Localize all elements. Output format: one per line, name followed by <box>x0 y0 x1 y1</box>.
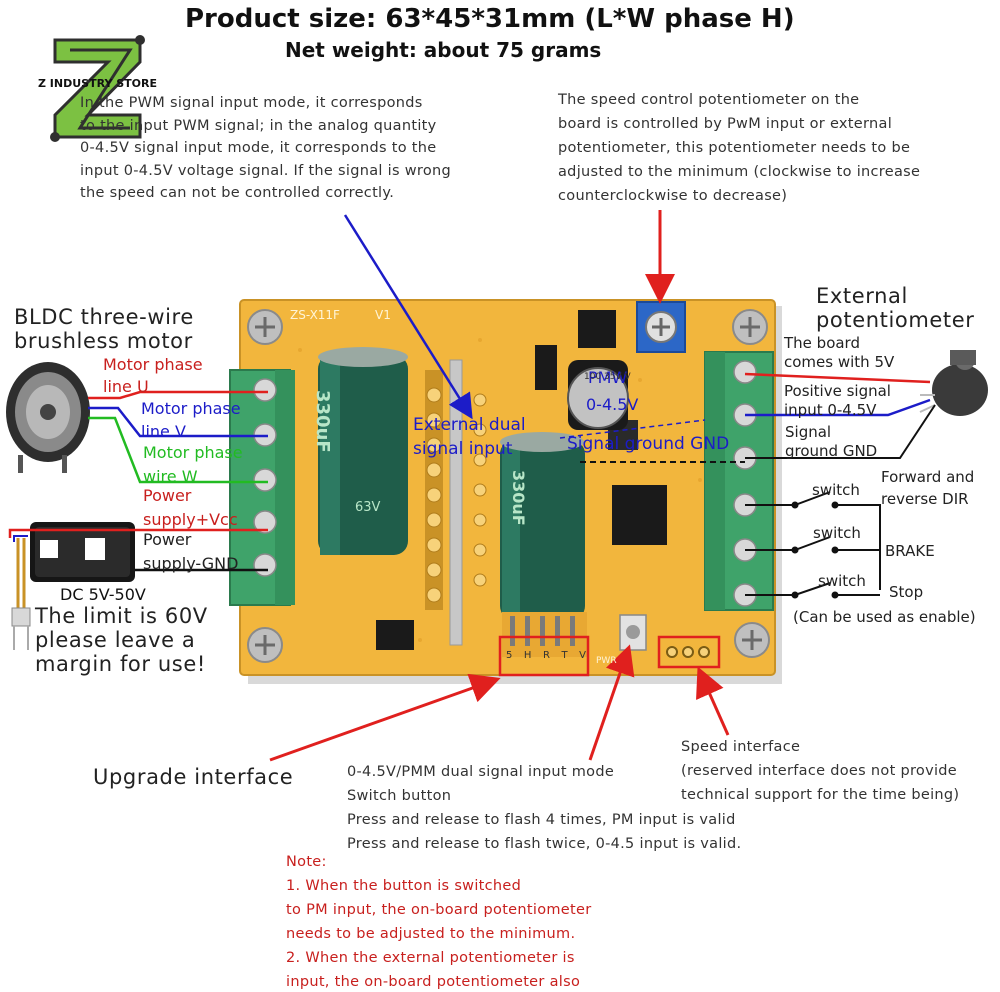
upgrade-header <box>502 612 587 657</box>
cap-voltage: 63V <box>355 500 381 515</box>
speed-interface-pads <box>666 646 710 658</box>
external-potentiometer-icon <box>919 350 988 416</box>
motor-title: BLDC three-wire brushless motor <box>14 305 194 353</box>
page-subtitle: Net weight: about 75 grams <box>285 38 602 62</box>
label-stop: Stop <box>889 583 924 601</box>
upgrade-pin-labels: 5 H R T V <box>506 650 586 661</box>
left-terminal-block <box>229 369 295 606</box>
label-brake: BRAKE <box>885 542 935 560</box>
label-phase-u: Motor phase line U <box>103 355 203 396</box>
pin-label: 5 <box>506 650 513 661</box>
label-input-range: input 0-4.5V <box>784 401 877 419</box>
label-signal-ground: Signal ground GND <box>785 423 878 460</box>
board-model: ZS-X11F <box>290 308 340 322</box>
switch-icons <box>745 491 881 599</box>
label-board-5v: The board comes with 5V <box>784 334 895 371</box>
supply-range: DC 5V-50V <box>60 585 146 604</box>
label-phase-v: Motor phase line V <box>141 399 241 441</box>
mode-switch-button-icon[interactable] <box>619 614 647 651</box>
screw-icon <box>734 622 770 658</box>
cap-rating: 330uF <box>312 390 333 453</box>
label-power-gnd: Power supply-GND <box>143 530 239 573</box>
label-switch-dir: switch <box>812 481 860 499</box>
label-direction: Forward and reverse DIR <box>881 468 975 508</box>
pin-label: H <box>523 650 532 661</box>
mode-button-description: 0-4.5V/PMM dual signal input mode Switch… <box>347 764 742 852</box>
potentiometer-note: The speed control potentiometer on the b… <box>558 92 921 204</box>
pin-label: V <box>579 650 586 661</box>
label-phase-w: Motor phase wire W <box>143 443 243 486</box>
right-terminal-block <box>704 351 774 611</box>
supply-limit-warning: The limit is 60V please leave a margin f… <box>35 604 208 676</box>
label-switch-brake: switch <box>813 524 861 542</box>
screw-icon <box>247 309 283 345</box>
board-led-label: PWR <box>596 656 617 666</box>
onboard-potentiometer-icon <box>636 301 686 353</box>
bottom-note: Note: 1. When the button is switched to … <box>286 854 592 990</box>
small-cap-rating: 100 35V V <box>584 372 631 382</box>
board-pwm-range: 0-4.5V <box>586 395 639 414</box>
store-logo-icon <box>45 35 145 142</box>
label-signal-ground-gnd: Signal ground GND <box>567 434 730 454</box>
controller-board <box>229 299 782 684</box>
capacitor-large <box>318 347 408 555</box>
cap-rating-2: 330uF <box>509 470 528 526</box>
speed-highlight-box <box>657 635 721 669</box>
bldc-motor-icon <box>6 362 90 473</box>
capacitor-large <box>500 432 585 620</box>
dc-power-adapter-icon <box>11 522 135 650</box>
screw-icon <box>247 627 283 663</box>
label-enable-note: (Can be used as enable) <box>793 608 976 626</box>
label-external-dual-input: External dual signal input <box>413 415 526 459</box>
pin-label: R <box>543 650 550 661</box>
store-name: Z INDUSTRY STORE <box>38 77 158 90</box>
signal-input-note: In the PWM signal input mode, it corresp… <box>80 95 452 201</box>
screw-icon <box>732 309 768 345</box>
upgrade-highlight-box <box>498 635 590 677</box>
board-version: V1 <box>375 308 391 322</box>
board-pwm-label: PMW <box>588 368 628 387</box>
page-title: Product size: 63*45*31mm (L*W phase H) <box>185 4 795 34</box>
capacitor-small <box>567 360 629 430</box>
label-switch-stop: switch <box>818 572 866 590</box>
external-pot-title: External potentiometer <box>816 284 975 332</box>
upgrade-interface-label: Upgrade interface <box>93 765 294 789</box>
pin-label: T <box>561 650 568 661</box>
label-positive-signal: Positive signal <box>784 382 891 400</box>
label-power-vcc: Power supply+Vcc <box>143 486 238 529</box>
speed-interface-description: Speed interface (reserved interface does… <box>681 739 960 803</box>
